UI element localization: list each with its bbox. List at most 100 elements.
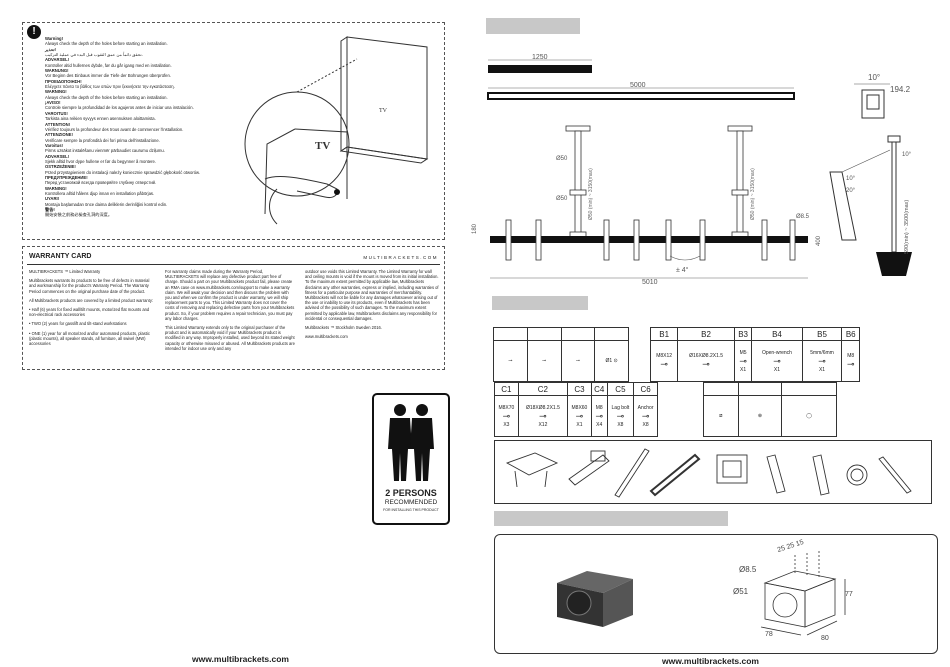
part-code: B5 (801, 327, 843, 341)
warning-line: ПРЕДУПРЕЖДЕНИЕ! (45, 174, 88, 180)
part-desc: Anchor (637, 404, 654, 411)
part-qty: X8 (617, 421, 624, 428)
part-a3-icon: ⊸ (560, 340, 596, 382)
tv-label-small: TV (379, 108, 388, 114)
part-code: B4 (751, 327, 803, 341)
warranty-paragraph: This Limited Warranty extends only to th… (165, 325, 295, 351)
part-cell: Open-wrench⊸X1 (751, 340, 803, 382)
dim-height-range: 590(min) ~ 3500(max) (904, 200, 910, 254)
warning-line: Montaja başlamadan önce daima deliklerin… (45, 201, 168, 207)
part-d1-icon: ⧄ (703, 395, 739, 437)
warranty-paragraph: For warranty claims made during the Warr… (165, 269, 295, 321)
part-icon: ⊸ (773, 355, 781, 366)
tv-label-big: TV (315, 140, 330, 152)
part-cell: Ø18XØ8.2X1.5⊸X12 (517, 395, 569, 437)
part-desc: M5 (739, 349, 747, 356)
part-icon: ⊸ (641, 410, 650, 421)
warranty-paragraph: outdoor use voids this Limited Warranty.… (305, 269, 439, 321)
part-cell: M8X70⊸X3 (494, 395, 519, 437)
warning-line: 開始安裝之前務必檢查孔洞的深度。 (45, 212, 113, 218)
warning-line: تحذير! (45, 46, 56, 52)
warning-line: ADVARSEL! (45, 57, 70, 63)
part-icon: ⊸ (502, 410, 511, 421)
clamp-detail-box: 25 25 15 Ø8.5 Ø51 77 80 78 (494, 534, 938, 654)
part-desc: M8X12 (656, 352, 673, 359)
warranty-paragraph: MULTIBRACKETS ™ Limited Warranty (29, 269, 101, 274)
footer-right: www.multibrackets.com (662, 656, 759, 666)
warning-line: WARNUNG! (45, 68, 69, 74)
part-cell: M8⊸X4 (590, 395, 608, 437)
part-icon: ⊸ (846, 358, 855, 369)
part-qty: X1 (576, 421, 583, 428)
two-persons-badge: 2 PERSONS RECOMMENDED FOR INSTALLING THI… (372, 393, 450, 525)
part-d2-icon: ⊛ (737, 395, 783, 437)
part-desc: 5mm/6mm (810, 349, 834, 356)
part-desc: Ø18XØ8.2X1.5 (525, 404, 560, 411)
dim-hole: Ø8.5 (796, 214, 810, 220)
warning-line: Przed przystąpieniem do instalacji należ… (45, 169, 201, 175)
warranty-divider (27, 264, 440, 265)
part-desc: Open-wrench (761, 349, 792, 356)
warning-line: UYARI! (45, 196, 60, 202)
dim-angle2: ± 4° (676, 266, 689, 274)
part-code: C6 (633, 382, 658, 396)
dim-194: 194.2 (890, 85, 911, 94)
warning-line: VAROITUS! (45, 110, 68, 116)
part-code: C3 (567, 382, 592, 396)
dim-bar1: 1250 (532, 54, 548, 61)
part-code: B2 (677, 327, 735, 341)
warning-line: Pirms uzsākot instalēšanu vienmēr pārbau… (45, 148, 165, 154)
warranty-paragraph: www.multibrackets.com (305, 334, 348, 340)
warning-line: Kontroller altid hullernes dybde, før du… (45, 62, 172, 68)
parts-table-a: ⊸ ⊸ ⊸ Ø1 ⊙ (493, 327, 629, 382)
part-desc: M8X70 (498, 404, 515, 411)
part-d3-icon: ◯ (781, 395, 837, 437)
warning-line: WARNING! (45, 89, 67, 95)
dim-side-c: 20° (846, 188, 856, 194)
dim-angle1: 10° (868, 73, 880, 82)
warning-line: تحقق دائماً من عمق الثقوب قبل البدء في ع… (45, 52, 143, 58)
part-code: B1 (649, 327, 679, 341)
part-a4: Ø1 ⊙ (594, 340, 629, 382)
part-icon: ⊸ (702, 358, 710, 369)
warning-line: Tarkista aina reikien syvyys ennen asenn… (45, 116, 156, 122)
section-bar-parts (492, 296, 588, 310)
warranty-brand: MULTIBRACKETS.COM (363, 255, 438, 260)
dim-400: 400 (816, 235, 822, 246)
part-a4-label: Ø1 (605, 358, 613, 364)
part-code: C5 (606, 382, 635, 396)
warning-line: Always check the depth of the holes befo… (45, 94, 168, 100)
part-cell: Ø16XØ8.2X1.5⊸ (677, 340, 735, 382)
part-cell: M8X12⊸ (649, 340, 679, 382)
persons-recommended: RECOMMENDED (384, 499, 438, 506)
warranty-card: WARRANTY CARD MULTIBRACKETS.COM MULTIBRA… (22, 246, 445, 370)
warning-line: ATTENZIONE! (45, 132, 73, 138)
part-icon: ⊸ (539, 410, 547, 421)
warning-line: Перед установкой всегда проверяйте глуби… (45, 180, 157, 186)
warranty-paragraph: Multibrackets warrants its products to b… (29, 278, 150, 294)
part-qty: X1 (818, 366, 826, 373)
part-code: B6 (841, 327, 860, 341)
clamp-dim-w: 80 (821, 635, 829, 642)
part-cell: M5⊸X1 (733, 340, 753, 382)
warranty-column-3: outdoor use voids this Limited Warranty.… (305, 269, 439, 343)
warning-line: Controle siempre la profundidad de los a… (45, 105, 194, 111)
part-code: C1 (494, 382, 519, 396)
parts-table-d: ⧄ ⊛ ◯ (703, 382, 837, 437)
warning-icon: ! (27, 25, 41, 39)
part-desc: M8X60 (571, 404, 588, 411)
dim-pole-a2: Ø50 (556, 196, 568, 202)
large-parts-illustration (505, 448, 912, 498)
warning-line: Varoitus! (45, 142, 63, 148)
dimension-drawing: 1250 5000 Ø50 Ø50 Ø50 (min) ~ 3150(max) … (472, 54, 912, 286)
part-cell: M8X60⊸X1 (567, 395, 592, 437)
part-qty: X8 (642, 421, 649, 428)
warning-line: Verificare sempre la profondità dei fori… (45, 137, 160, 143)
warning-text: Warning!Always check the depth of the ho… (45, 36, 245, 218)
dim-side-a: 10° (902, 152, 912, 158)
part-cell: Anchor⊸X8 (633, 395, 658, 437)
part-icon: ⊸ (739, 355, 747, 366)
large-parts-box (494, 440, 932, 504)
warranty-paragraph: Multibrackets ™ Stockholm Sweden 2016. (305, 325, 382, 331)
